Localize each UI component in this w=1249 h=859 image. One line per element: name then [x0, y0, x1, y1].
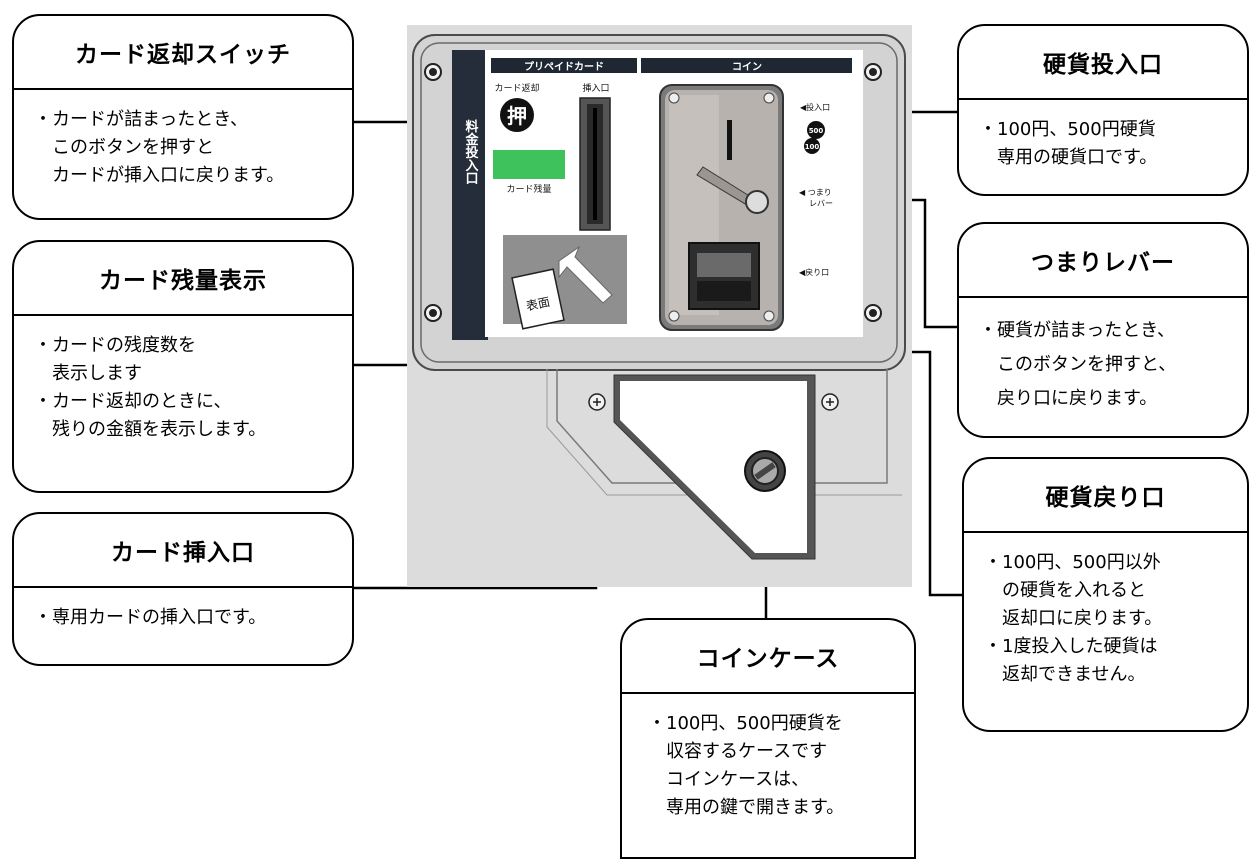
card-slot-text: ・専用カードの挿入口です。	[34, 607, 267, 628]
jam-lever-label-2: レバー	[809, 199, 833, 208]
coin-return-title: 硬貨戻り口	[964, 459, 1247, 533]
coin-insert-slot[interactable]	[727, 120, 732, 160]
callout-card-slot: カード挿入口 ・専用カードの挿入口です。	[12, 512, 354, 666]
coin-insert-label: ◀投入口	[800, 102, 830, 112]
card-slot[interactable]	[579, 97, 611, 231]
card-return-switch-title: カード返却スイッチ	[14, 16, 352, 90]
callout-coin-slot: 硬貨投入口 ・100円、500円硬貨 専用の硬貨口です。	[957, 24, 1249, 196]
jam-lever-title: つまりレバー	[959, 224, 1247, 298]
coin-500-icon: 500	[807, 121, 825, 139]
prepaid-card-header: プリペイドカード	[524, 60, 604, 73]
payment-panel: 料金投入口 プリペイドカード コイン カード返却 押 挿入口 カード残量 表面	[407, 25, 912, 587]
coin-return-label: ◀戻り口	[799, 267, 829, 277]
card-balance-label: カード残量	[506, 183, 551, 195]
callout-card-balance-display: カード残量表示 ・カードの残度数を 表示します ・カード返却のときに、 残りの金…	[12, 240, 354, 493]
coin-mechanism	[659, 84, 784, 331]
insert-arrow-icon	[558, 245, 613, 304]
card-return-label: カード返却	[494, 82, 539, 94]
case-screw-icons	[588, 393, 839, 411]
coin-case	[613, 374, 816, 560]
jam-lever[interactable]	[745, 190, 769, 214]
panel-side-label: 料金投入口	[463, 119, 480, 185]
push-glyph: 押	[507, 104, 527, 128]
card-balance-display-text: ・カードの残度数を 表示します ・カード返却のときに、 残りの金額を表示します。	[34, 335, 267, 440]
card-balance-display-title: カード残量表示	[14, 242, 352, 316]
coin-case-text: ・100円、500円硬貨を 収容するケースです コインケースは、 専用の鍵で開き…	[648, 713, 845, 818]
callout-coin-case: コインケース ・100円、500円硬貨を 収容するケースです コインケースは、 …	[620, 618, 916, 859]
screw-icons	[424, 63, 882, 322]
callout-card-return-switch: カード返却スイッチ ・カードが詰まったとき、 このボタンを押すと カードが挿入口…	[12, 14, 354, 220]
coin-slot-title: 硬貨投入口	[959, 26, 1247, 100]
card-slot-label: 挿入口	[582, 82, 609, 94]
svg-text:500: 500	[809, 127, 824, 135]
coin-slot-text: ・100円、500円硬貨 専用の硬貨口です。	[979, 119, 1158, 168]
callout-jam-lever: つまりレバー ・硬貨が詰まったとき、 このボタンを押すと、 戻り口に戻ります。	[957, 222, 1249, 438]
card-face-icon: 表面	[511, 268, 565, 330]
callout-coin-return: 硬貨戻り口 ・100円、500円以外 の硬貨を入れると 返却口に戻ります。 ・1…	[962, 457, 1249, 732]
svg-text:100: 100	[805, 143, 820, 151]
card-return-switch-text: ・カードが詰まったとき、 このボタンを押すと カードが挿入口に戻ります。	[34, 109, 285, 186]
coin-100-icon: 100	[804, 138, 820, 154]
jam-lever-label-1: ◀ つまり	[799, 188, 832, 197]
coin-header: コイン	[732, 61, 762, 73]
svg-text:表面: 表面	[525, 295, 551, 314]
card-balance-display	[493, 150, 565, 179]
jam-lever-text: ・硬貨が詰まったとき、 このボタンを押すと、 戻り口に戻ります。	[979, 320, 1177, 409]
coin-return-text: ・100円、500円以外 の硬貨を入れると 返却口に戻ります。 ・1度投入した硬…	[984, 552, 1163, 685]
coin-case-title: コインケース	[622, 620, 914, 694]
card-return-button[interactable]	[500, 98, 534, 132]
card-slot-title: カード挿入口	[14, 514, 352, 588]
